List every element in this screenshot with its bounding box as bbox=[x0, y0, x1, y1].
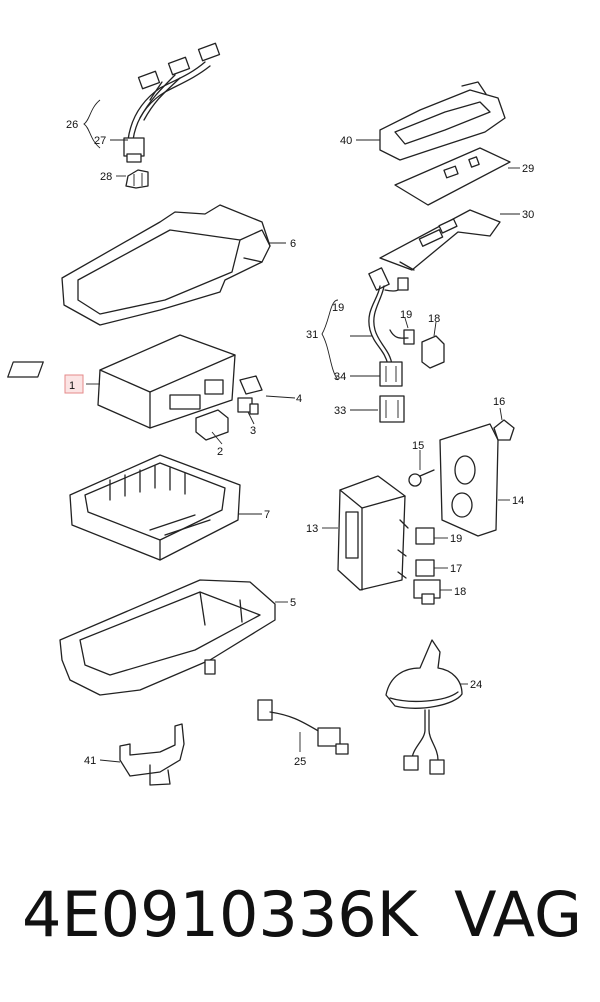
roof-antenna-drawing bbox=[385, 639, 463, 775]
tray-drawing bbox=[69, 454, 241, 561]
callout-29[interactable]: 29 bbox=[522, 163, 534, 175]
callout-labels: 1 2 3 4 5 6 7 13 14 15 16 17 18 18 19 19… bbox=[66, 119, 534, 768]
callout-13[interactable]: 13 bbox=[306, 523, 318, 535]
telephone-module-drawing bbox=[337, 419, 515, 605]
callout-40[interactable]: 40 bbox=[340, 135, 352, 147]
cover-plate-drawing bbox=[61, 204, 271, 326]
callout-16[interactable]: 16 bbox=[493, 396, 505, 408]
callout-5[interactable]: 5 bbox=[290, 597, 296, 609]
callout-7[interactable]: 7 bbox=[264, 509, 270, 521]
callout-18-upper[interactable]: 18 bbox=[428, 313, 440, 325]
callout-15[interactable]: 15 bbox=[412, 440, 424, 452]
highlighted-callout-box bbox=[64, 374, 84, 394]
control-unit-drawing bbox=[7, 334, 263, 441]
callout-14[interactable]: 14 bbox=[512, 495, 524, 507]
callout-1[interactable]: 1 bbox=[69, 380, 75, 392]
callout-24[interactable]: 24 bbox=[470, 679, 482, 691]
adapter-plate-drawing bbox=[394, 147, 511, 206]
callout-4[interactable]: 4 bbox=[296, 393, 302, 405]
callout-34[interactable]: 34 bbox=[334, 371, 346, 383]
right-harness-drawing bbox=[368, 267, 445, 423]
phone-cradle-drawing bbox=[379, 81, 506, 161]
mounting-frame-drawing bbox=[59, 579, 276, 696]
wiring-harness-drawing bbox=[123, 42, 221, 189]
callout-28[interactable]: 28 bbox=[100, 171, 112, 183]
callout-30[interactable]: 30 bbox=[522, 209, 534, 221]
callout-19-group[interactable]: 19 bbox=[332, 302, 344, 314]
callout-25[interactable]: 25 bbox=[294, 756, 306, 768]
callout-41[interactable]: 41 bbox=[84, 755, 96, 767]
callout-18-lower[interactable]: 18 bbox=[454, 586, 466, 598]
callout-26[interactable]: 26 bbox=[66, 119, 78, 131]
leader-lines bbox=[83, 99, 520, 763]
callout-2[interactable]: 2 bbox=[217, 446, 223, 458]
callout-19-lower[interactable]: 19 bbox=[450, 533, 462, 545]
brand-label: VAG bbox=[454, 878, 582, 951]
circuit-board-drawing bbox=[379, 209, 501, 271]
callout-6[interactable]: 6 bbox=[290, 238, 296, 250]
callout-3[interactable]: 3 bbox=[250, 425, 256, 437]
callout-31[interactable]: 31 bbox=[306, 329, 318, 341]
callout-17[interactable]: 17 bbox=[450, 563, 462, 575]
antenna-cable-drawing bbox=[257, 699, 349, 755]
callout-27[interactable]: 27 bbox=[94, 135, 106, 147]
bracket-drawing bbox=[119, 723, 185, 786]
callout-19-upper[interactable]: 19 bbox=[400, 309, 412, 321]
part-number-label: 4E0910336K bbox=[22, 878, 418, 951]
callout-33[interactable]: 33 bbox=[334, 405, 346, 417]
parts-diagram: 1 2 3 4 5 6 7 13 14 15 16 17 18 18 19 19… bbox=[7, 42, 534, 786]
